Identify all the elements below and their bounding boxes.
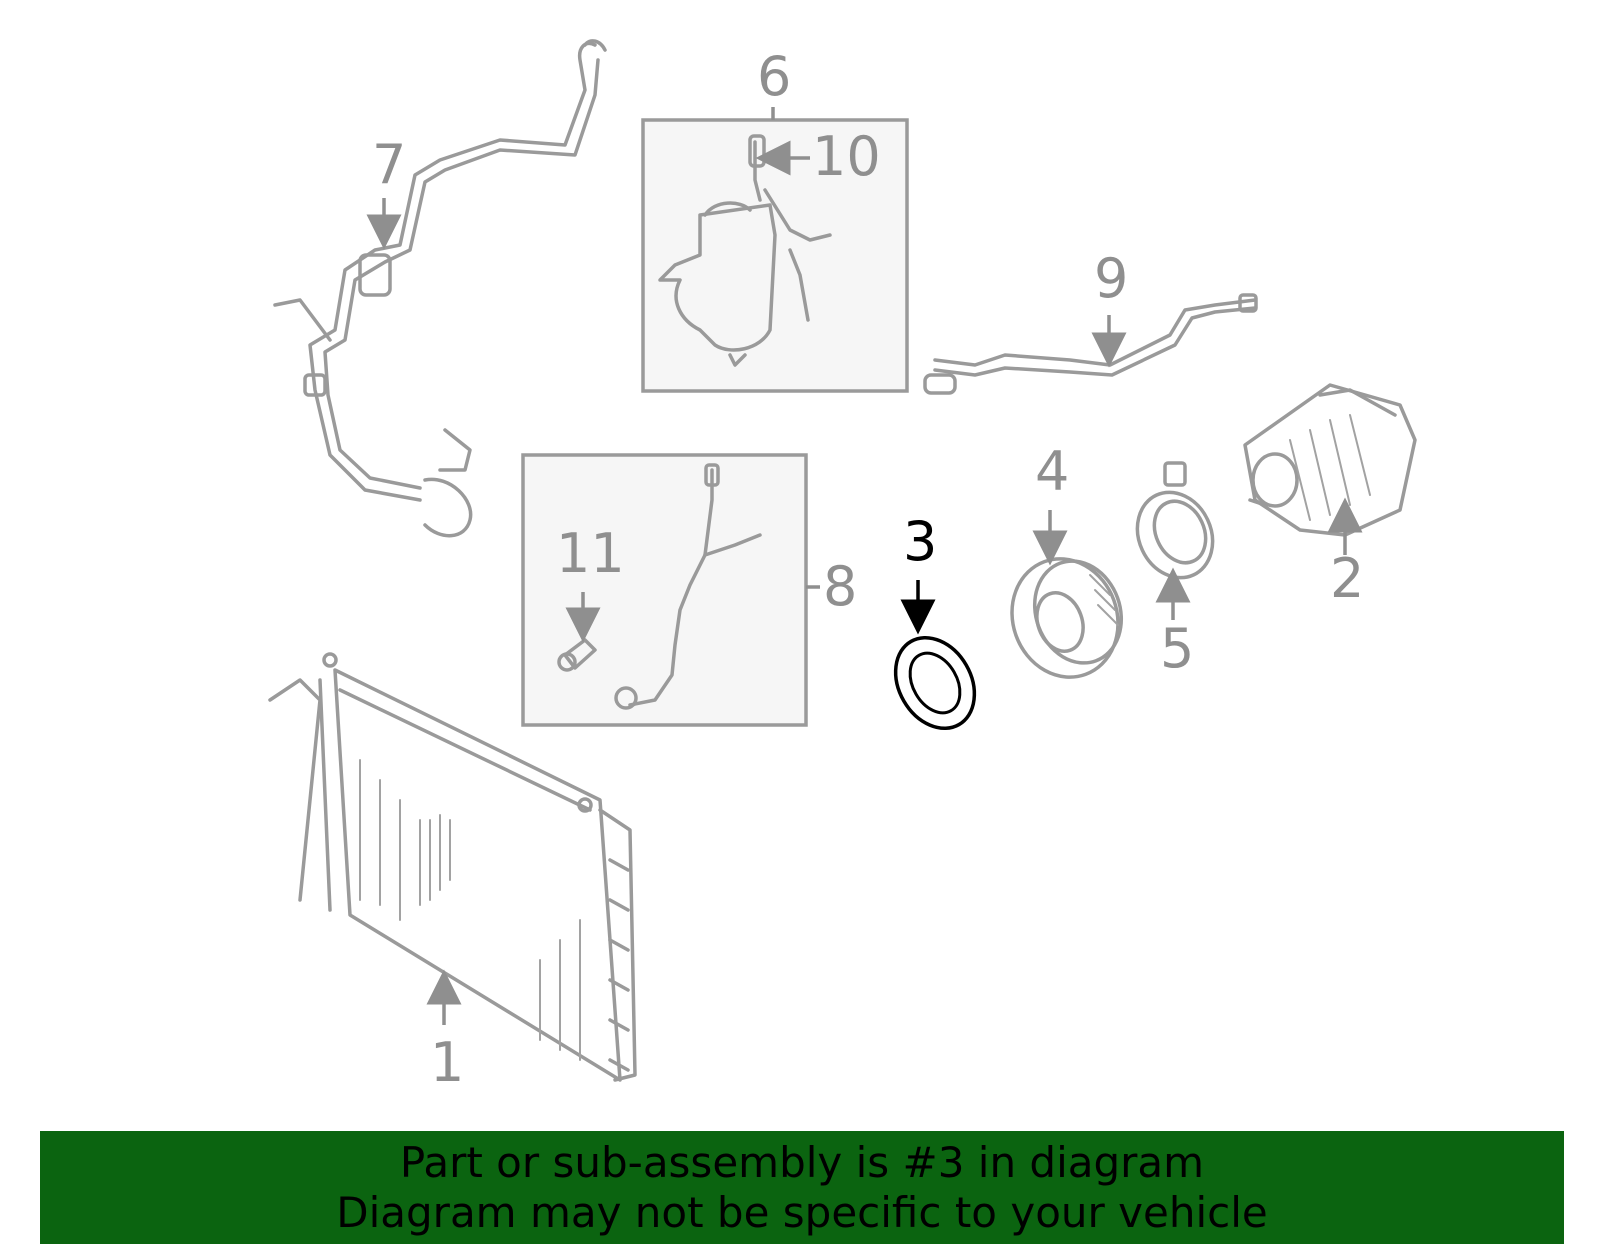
callout-10: 10 — [812, 125, 881, 188]
callout-4: 4 — [1035, 440, 1069, 503]
part-7-hose-assembly — [273, 39, 607, 538]
part-9-line — [923, 293, 1258, 395]
part-5-coil — [1135, 461, 1215, 580]
callout-1: 1 — [430, 1031, 464, 1094]
footer-line-1: Part or sub-assembly is #3 in diagram — [399, 1137, 1205, 1187]
part-4-pulley — [1010, 557, 1124, 679]
part-2-compressor — [1243, 383, 1417, 537]
footer-banner: Part or sub-assembly is #3 in diagram Di… — [40, 1131, 1564, 1244]
callout-2: 2 — [1330, 547, 1364, 610]
callout-labels: 7 6 10 9 11 8 4 5 2 1 3 — [372, 45, 1364, 1094]
part-3-ring — [893, 635, 977, 731]
leader-lines — [366, 107, 1363, 1025]
callout-9: 9 — [1094, 247, 1128, 310]
callout-6: 6 — [757, 45, 791, 108]
callout-3-highlighted: 3 — [903, 510, 937, 573]
callout-5: 5 — [1160, 617, 1194, 680]
callout-11: 11 — [556, 522, 625, 585]
footer-line-2: Diagram may not be specific to your vehi… — [336, 1187, 1268, 1237]
part-1-condenser — [268, 652, 637, 1082]
part-8-hose-box — [521, 453, 808, 727]
callout-8: 8 — [823, 555, 857, 618]
callout-7: 7 — [372, 133, 406, 196]
